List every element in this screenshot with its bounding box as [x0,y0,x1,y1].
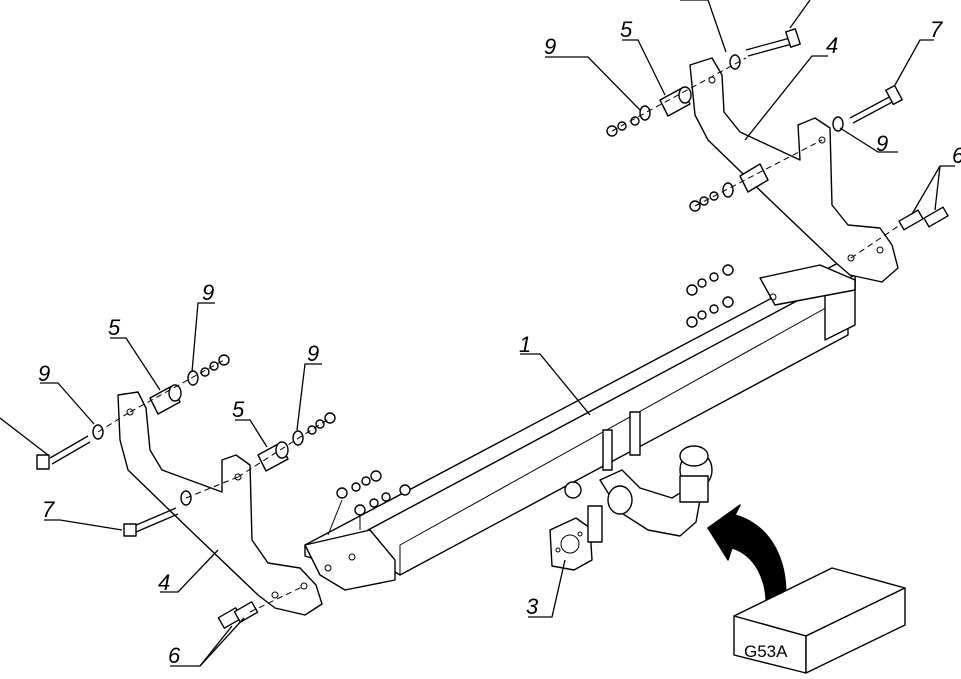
fasteners [36,28,949,629]
callout-7-left: 7 [42,497,55,522]
callout-9-top: 9 [544,34,556,59]
callout-5-top: 5 [620,17,633,42]
callout-4-left: 4 [158,570,170,595]
electric-socket-plate [549,481,603,571]
towball-code-box: G53A [733,567,906,674]
callout-6-left: 6 [168,643,181,668]
callout-6-right: 6 [952,143,961,168]
left-bracket [117,391,323,616]
towball-code-label: G53A [744,642,788,661]
towball [599,445,713,537]
callout-9-right: 9 [876,131,888,156]
leader-lines [0,0,955,667]
crossbar [304,261,856,591]
callout-7-right: 7 [930,17,943,42]
curved-arrow-icon [707,504,787,611]
callout-9-left-far: 9 [38,361,50,386]
callout-3: 3 [526,594,539,619]
right-bracket [689,57,899,283]
callout-9-left-upper: 9 [202,280,214,305]
callout-5-left-upper: 5 [108,315,121,340]
callout-9-left-lower: 9 [307,341,319,366]
callout-labels: 1 3 4 4 5 5 5 6 6 7 7 9 9 9 9 9 [38,17,961,668]
callout-1: 1 [519,332,531,357]
callout-5-left-lower: 5 [232,397,245,422]
callout-4-right: 4 [826,33,838,58]
